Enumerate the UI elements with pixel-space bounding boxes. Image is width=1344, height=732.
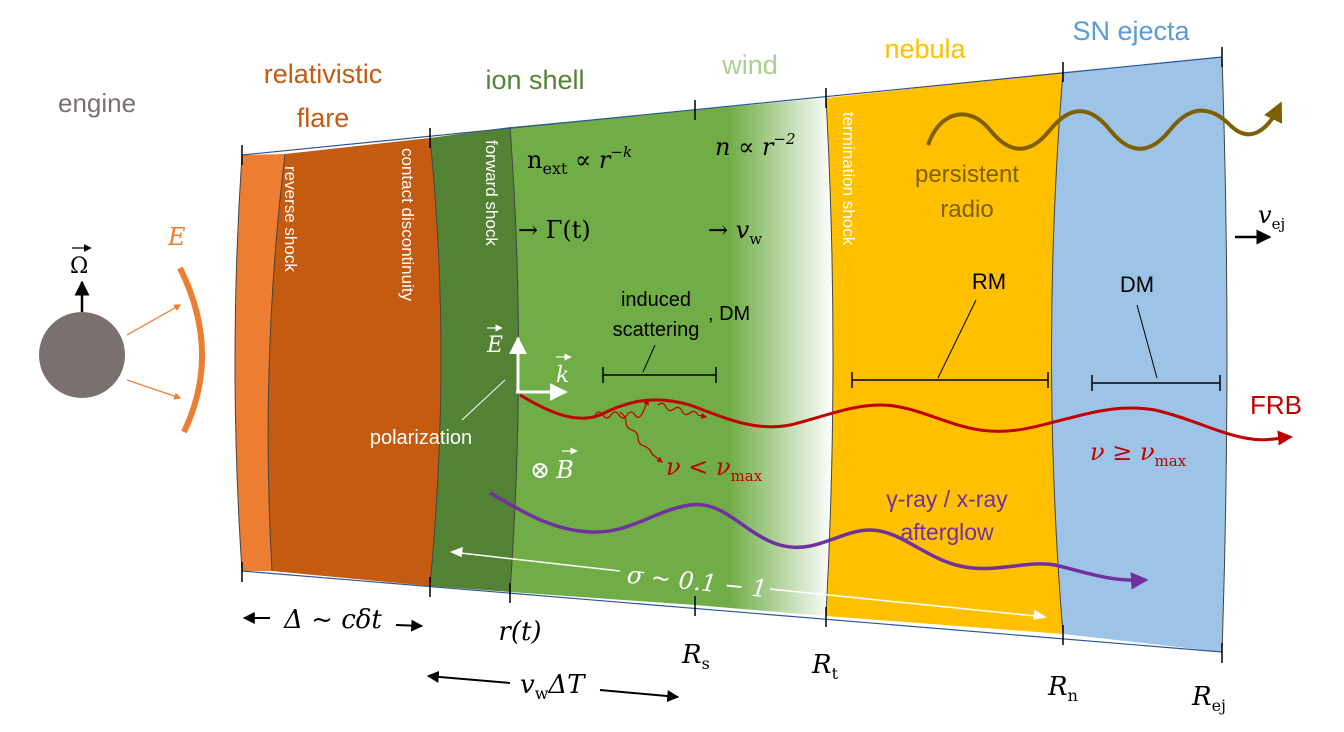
engine-sphere <box>39 312 125 398</box>
energy-arc <box>177 266 205 434</box>
termination-shock-label: termination shock <box>839 112 858 246</box>
r-ej-label: Rej <box>1191 682 1226 715</box>
dm-ejecta-label: DM <box>1120 272 1154 297</box>
nu-less-label: ν < νmax <box>666 453 763 485</box>
flare-dark-region <box>268 138 441 586</box>
forward-shock-label: forward shock <box>482 140 501 246</box>
omega-label: Ω <box>70 254 88 279</box>
induced-label-1: induced <box>621 289 691 311</box>
nebula-label: nebula <box>884 34 966 64</box>
afterglow-label-2: afterglow <box>900 519 994 545</box>
n-wind-law: n ∝ r−2 <box>715 130 796 161</box>
scatter-wave-2 <box>619 411 663 463</box>
gamma-t-label: → Γ(t) <box>518 216 591 244</box>
sigma-arrow <box>450 546 1048 620</box>
afterglow-label-1: γ-ray / x-ray <box>886 486 1008 512</box>
dm-ejecta-bracket <box>1091 375 1221 391</box>
flare-label-1: relativistic <box>264 59 383 89</box>
e-field-label: E <box>486 333 503 358</box>
nebula-region <box>826 72 1063 634</box>
persistent-radio-wave <box>926 101 1283 151</box>
r-t-label: r(t) <box>498 617 541 647</box>
nu-geq-label: ν ≥ νmax <box>1090 438 1187 470</box>
dm-ejecta-pointer <box>1136 304 1158 379</box>
v-ej-label: vej <box>1258 201 1285 233</box>
r-s-label: Rs <box>681 640 710 673</box>
vw-dt-arrow-right <box>599 689 680 703</box>
b-field-label: ⊗B <box>530 456 574 484</box>
delta-label: Δ ~ cδt <box>283 605 382 635</box>
rm-label: RM <box>972 269 1006 294</box>
flare-label-2: flare <box>297 103 350 133</box>
engine-label: engine <box>58 88 136 118</box>
frb-label: FRB <box>1250 390 1302 420</box>
ion-shell-region <box>510 110 695 605</box>
outer-outline <box>241 56 1223 653</box>
r-t-radius-label: Rt <box>811 650 839 683</box>
ion-dark-region <box>430 127 519 592</box>
rm-bracket <box>851 372 1049 388</box>
sn-ejecta-label: SN ejecta <box>1072 16 1190 46</box>
polarization-pointer <box>461 379 506 421</box>
v-w-label: → vw <box>708 216 762 248</box>
contact-discontinuity-label: contact discontinuity <box>398 148 417 302</box>
induced-bracket <box>602 367 717 383</box>
energy-label: E <box>167 223 186 251</box>
persistent-label-2: radio <box>940 196 993 223</box>
wind-label: wind <box>721 50 778 80</box>
polarization-label: polarization <box>370 427 472 449</box>
sn-ejecta-region <box>1051 57 1227 652</box>
reverse-shock-label: reverse shock <box>281 166 300 272</box>
dm-ion-label: , DM <box>708 303 750 325</box>
rm-pointer <box>937 299 977 379</box>
delta-arrow-right <box>395 619 424 632</box>
top-ticks <box>241 47 1223 165</box>
energy-ray-up <box>126 304 182 336</box>
wind-region <box>695 98 833 616</box>
energy-ray-down <box>126 379 182 400</box>
n-ext-law: next ∝ r−k <box>527 143 632 178</box>
frb-wave <box>519 393 1293 446</box>
vw-dt-arrow-left <box>426 670 511 684</box>
persistent-label-1: persistent <box>915 161 1019 188</box>
k-vector-label: k <box>556 363 569 388</box>
induced-pointer <box>642 344 656 373</box>
bottom-ticks <box>241 562 1223 663</box>
r-n-label: Rn <box>1047 672 1078 705</box>
scatter-wave-3 <box>657 402 708 419</box>
induced-label-2: scattering <box>613 319 700 341</box>
afterglow-wave <box>489 491 1149 590</box>
vw-dt-label: vwΔT <box>520 670 586 703</box>
flare-light-region <box>235 154 285 571</box>
ion-shell-label: ion shell <box>485 65 584 95</box>
